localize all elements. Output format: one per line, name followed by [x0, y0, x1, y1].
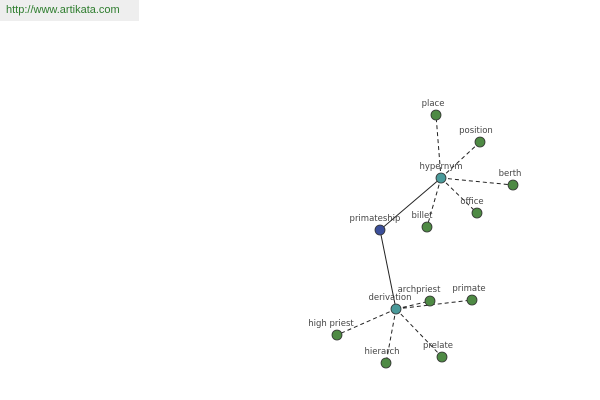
node-label-billet: billet: [411, 211, 433, 221]
labels-layer: primateship hypernym derivation place positi…: [308, 99, 521, 357]
edge-hypernym-office: [440, 177, 478, 214]
edge-derivation-archpriest: [395, 300, 431, 310]
node-label-high-priest: high priest: [308, 319, 354, 329]
edges-layer: [336, 114, 514, 364]
edge-derivation-hierarch: [385, 308, 397, 364]
edge-primateship-derivation: [379, 229, 397, 310]
node-label-place: place: [422, 99, 445, 109]
node-primate[interactable]: [466, 294, 478, 306]
edge-derivation-high-priest: [336, 308, 397, 336]
edge-primateship-hypernym: [379, 177, 442, 231]
node-label-derivation: derivation: [368, 293, 411, 303]
node-label-hierarch: hierarch: [364, 347, 399, 357]
node-label-office: office: [460, 197, 483, 207]
node-place[interactable]: [430, 109, 442, 121]
node-label-primateship: primateship: [350, 214, 401, 224]
node-billet[interactable]: [421, 221, 433, 233]
node-prelate[interactable]: [436, 351, 448, 363]
node-hypernym[interactable]: [435, 172, 447, 184]
node-label-berth: berth: [499, 169, 522, 179]
node-berth[interactable]: [507, 179, 519, 191]
edge-hypernym-berth: [440, 177, 514, 186]
node-high-priest[interactable]: [331, 329, 343, 341]
node-label-hypernym: hypernym: [419, 162, 462, 172]
node-label-position: position: [459, 126, 493, 136]
node-derivation[interactable]: [390, 303, 402, 315]
node-hierarch[interactable]: [380, 357, 392, 369]
node-archpriest[interactable]: [424, 295, 436, 307]
node-label-archpriest: archpriest: [398, 285, 441, 295]
nodes-layer: [331, 109, 519, 369]
node-office[interactable]: [471, 207, 483, 219]
node-primateship[interactable]: [374, 224, 386, 236]
edge-hypernym-billet: [426, 177, 442, 228]
node-position[interactable]: [474, 136, 486, 148]
edge-hypernym-position: [440, 141, 481, 179]
url-banner: http://www.artikata.com: [0, 0, 139, 21]
node-label-prelate: prelate: [423, 341, 453, 351]
site-url-link[interactable]: http://www.artikata.com: [6, 4, 120, 16]
node-label-primate: primate: [452, 284, 485, 294]
edge-hypernym-place: [435, 114, 442, 179]
